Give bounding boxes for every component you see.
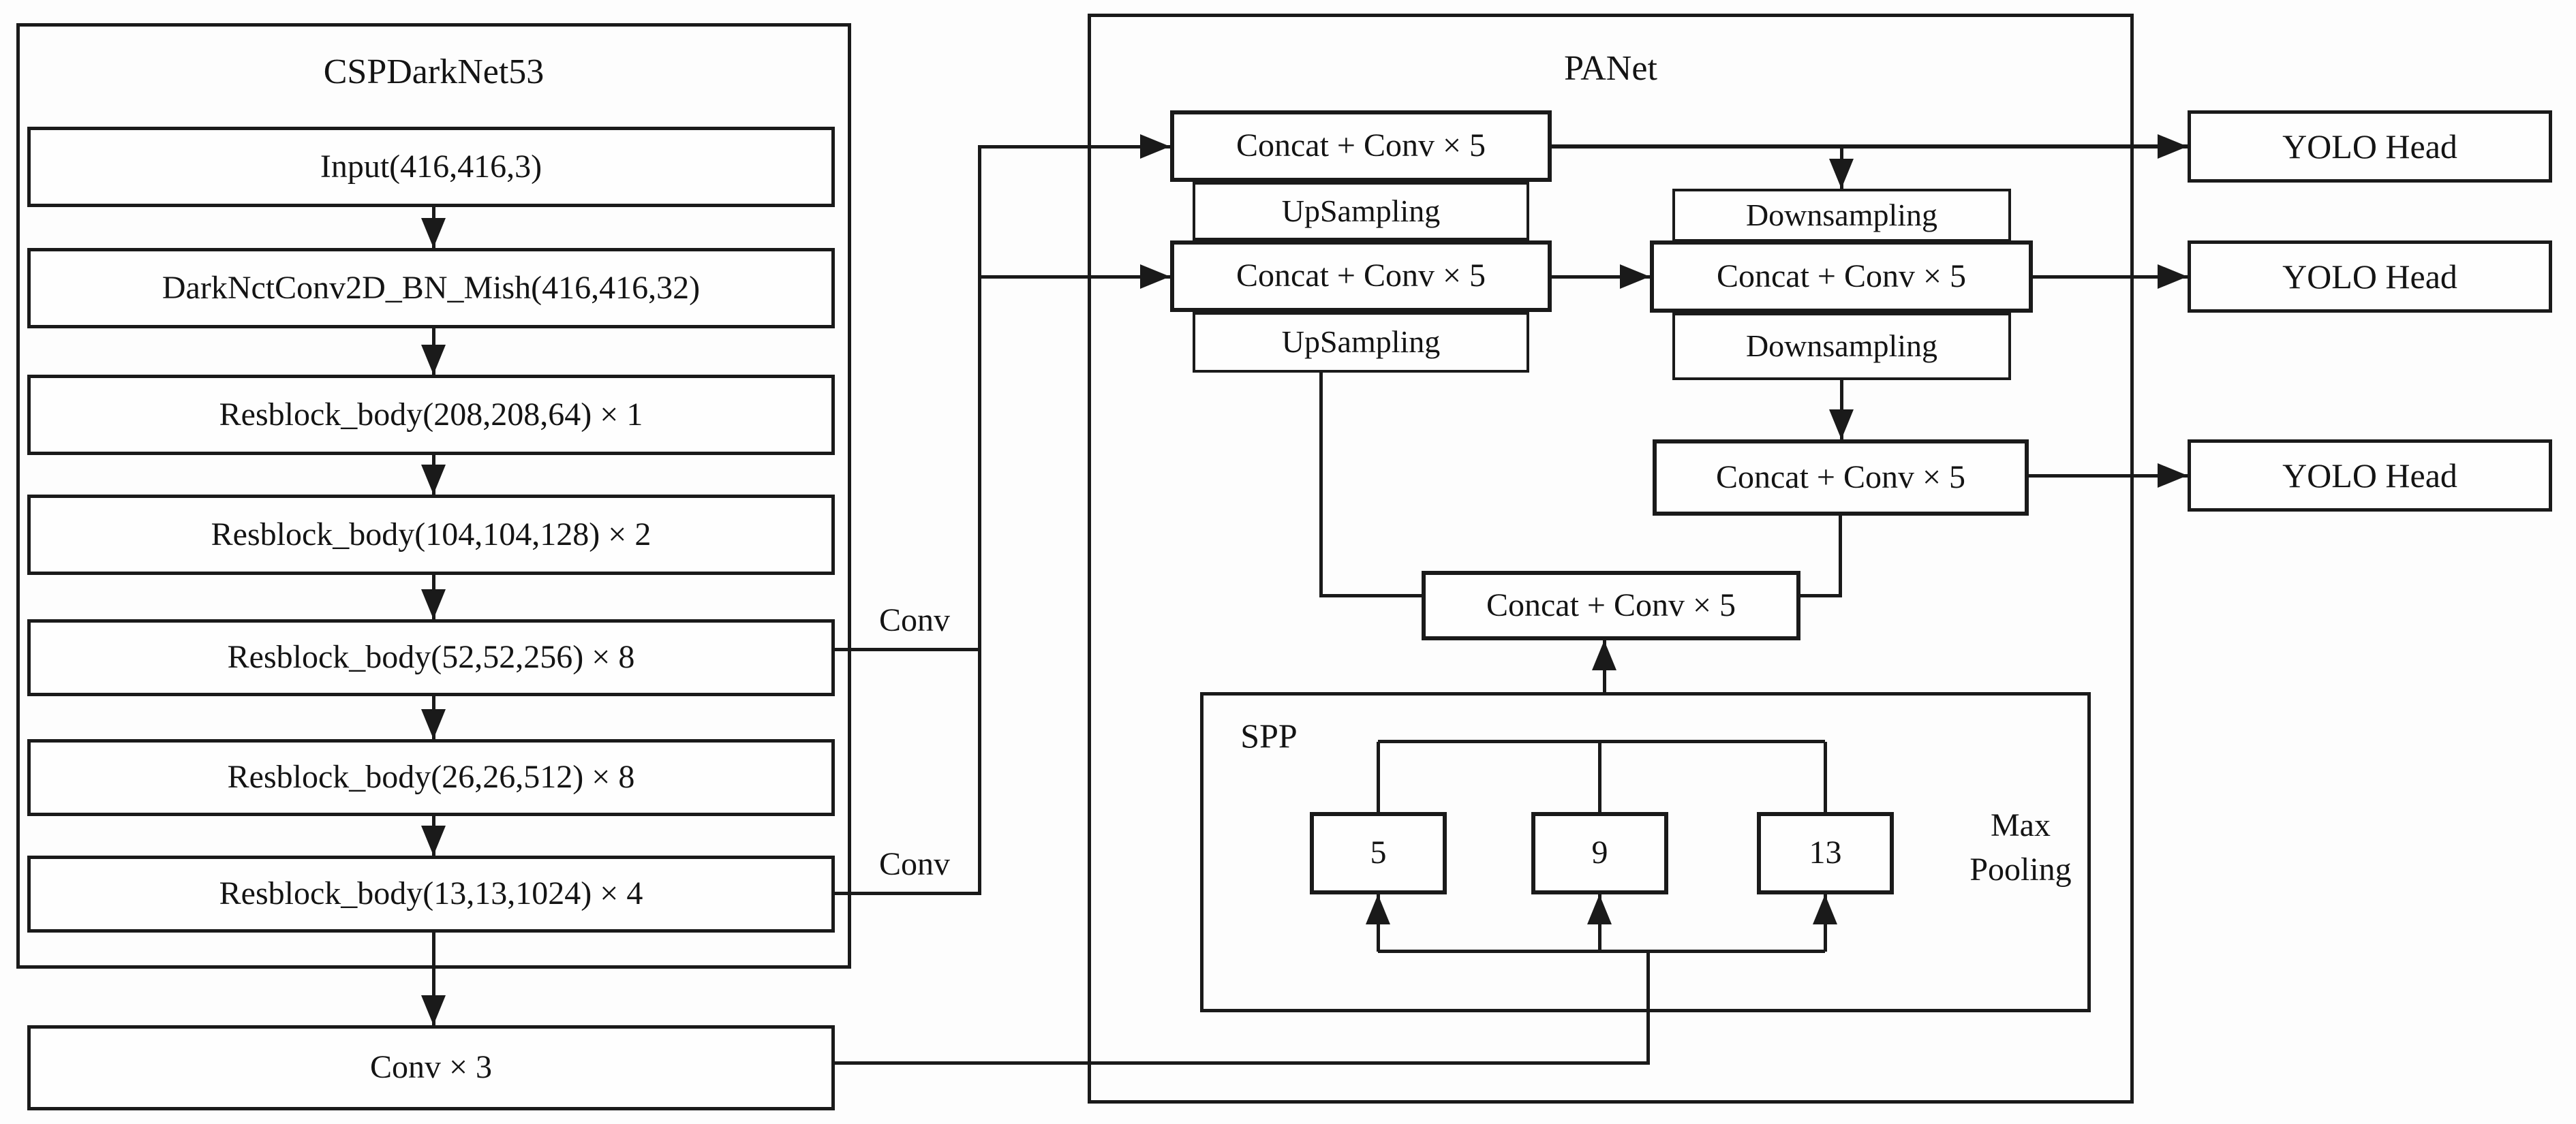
arrowhead-backbone-4: [421, 589, 446, 619]
maxpool-9-block: 9: [1531, 812, 1668, 894]
yolo-head-1: YOLO Head: [2188, 110, 2552, 183]
connector-spp-top-distribution: [1378, 740, 1825, 743]
upsampling-block-1: UpSampling: [1193, 182, 1529, 240]
connector-tap-conv1: [835, 648, 981, 651]
arrowhead-backbone-5: [421, 709, 446, 739]
arrowhead-spp-up-13: [1813, 894, 1837, 924]
max-pooling-label: Max Pooling: [1929, 790, 2113, 906]
backbone-layer-resblock5: Resblock_body(13,13,1024) × 4: [27, 856, 835, 933]
connector-tap-bus: [978, 145, 981, 895]
backbone-title: CSPDarkNet53: [323, 52, 545, 91]
arrowhead-concat1-to-head1: [2158, 134, 2188, 159]
concat-conv5-block-4: Concat + Conv × 5: [1653, 439, 2029, 516]
arrowhead-backbone-6: [421, 826, 446, 856]
panet-title: PANet: [1564, 48, 1657, 88]
arrowhead-downsampling2-to-concat4: [1829, 409, 1854, 439]
arrowhead-concat3-to-head2: [2158, 264, 2188, 289]
connector-bus-to-concat2: [979, 275, 1170, 279]
max-pooling-label-line1: Max: [1991, 807, 2051, 844]
connector-upsampling2-down: [1319, 373, 1323, 597]
connector-bus-to-concat1: [979, 145, 1170, 149]
connector-concat4-down: [1839, 516, 1842, 597]
connector-conv3-riser: [1646, 952, 1650, 1063]
backbone-layer-darknetconv: DarkNctConv2D_BN_Mish(416,416,32): [27, 248, 835, 328]
conv-tap-label-1: Conv: [878, 602, 950, 638]
connector-concat1-to-head1: [1552, 144, 2188, 149]
connector-backbone-to-conv3: [432, 933, 435, 1025]
arrowhead-branch-to-downsampling1: [1829, 159, 1854, 189]
spp-container-box: [1200, 692, 2091, 1012]
arrowhead-concat2-to-concat3: [1620, 264, 1650, 289]
arrowhead-backbone-2: [421, 345, 446, 375]
concat-conv5-block-1: Concat + Conv × 5: [1170, 110, 1552, 182]
connector-spp-bottom-collection: [1378, 950, 1825, 953]
connector-spp-drop-5: [1377, 742, 1380, 812]
arrowhead-backbone-1: [421, 218, 446, 248]
arrowhead-bus-to-concat2: [1140, 264, 1170, 289]
max-pooling-label-line2: Pooling: [1969, 852, 2072, 888]
connector-conv3-out: [835, 1061, 1650, 1065]
connector-upsampling2-to-concat5: [1319, 594, 1425, 597]
backbone-layer-resblock1: Resblock_body(208,208,64) × 1: [27, 375, 835, 455]
maxpool-5-block: 5: [1310, 812, 1447, 894]
panet-container-box: [1088, 14, 2134, 1104]
conv3-block: Conv × 3: [27, 1025, 835, 1110]
downsampling-block-1: Downsampling: [1672, 189, 2011, 242]
conv-tap-label-2: Conv: [878, 845, 950, 882]
concat-conv5-block-5: Concat + Conv × 5: [1422, 571, 1800, 640]
backbone-layer-input: Input(416,416,3): [27, 127, 835, 207]
connector-concat3-to-head2: [2033, 275, 2188, 279]
arrowhead-concat4-to-head3: [2158, 463, 2188, 488]
downsampling-block-2: Downsampling: [1672, 313, 2011, 380]
connector-concat4-to-concat5: [1800, 594, 1842, 597]
arrowhead-backbone-3: [421, 465, 446, 495]
backbone-layer-resblock2: Resblock_body(104,104,128) × 2: [27, 495, 835, 575]
arrowhead-spp-up-5: [1366, 894, 1390, 924]
connector-concat4-to-head3: [2029, 474, 2188, 478]
yolo-head-3: YOLO Head: [2188, 439, 2552, 512]
arrowhead-spp-up-9: [1587, 894, 1612, 924]
connector-tap-conv2: [835, 892, 981, 895]
connector-spp-drop-13: [1824, 742, 1827, 812]
backbone-layer-resblock3: Resblock_body(52,52,256) × 8: [27, 619, 835, 696]
arrowhead-backbone-to-conv3: [421, 995, 446, 1025]
connector-concat2-to-concat3: [1552, 275, 1650, 279]
upsampling-block-2: UpSampling: [1193, 312, 1529, 373]
backbone-layer-resblock4: Resblock_body(26,26,512) × 8: [27, 739, 835, 816]
arrowhead-spp-to-concat5: [1592, 640, 1616, 670]
maxpool-13-block: 13: [1757, 812, 1894, 894]
concat-conv5-block-3: Concat + Conv × 5: [1650, 240, 2033, 313]
connector-spp-drop-9: [1598, 742, 1601, 812]
concat-conv5-block-2: Concat + Conv × 5: [1170, 240, 1552, 312]
yolo-head-2: YOLO Head: [2188, 240, 2552, 313]
arrowhead-bus-to-concat1: [1140, 134, 1170, 159]
spp-title: SPP: [1240, 717, 1298, 755]
